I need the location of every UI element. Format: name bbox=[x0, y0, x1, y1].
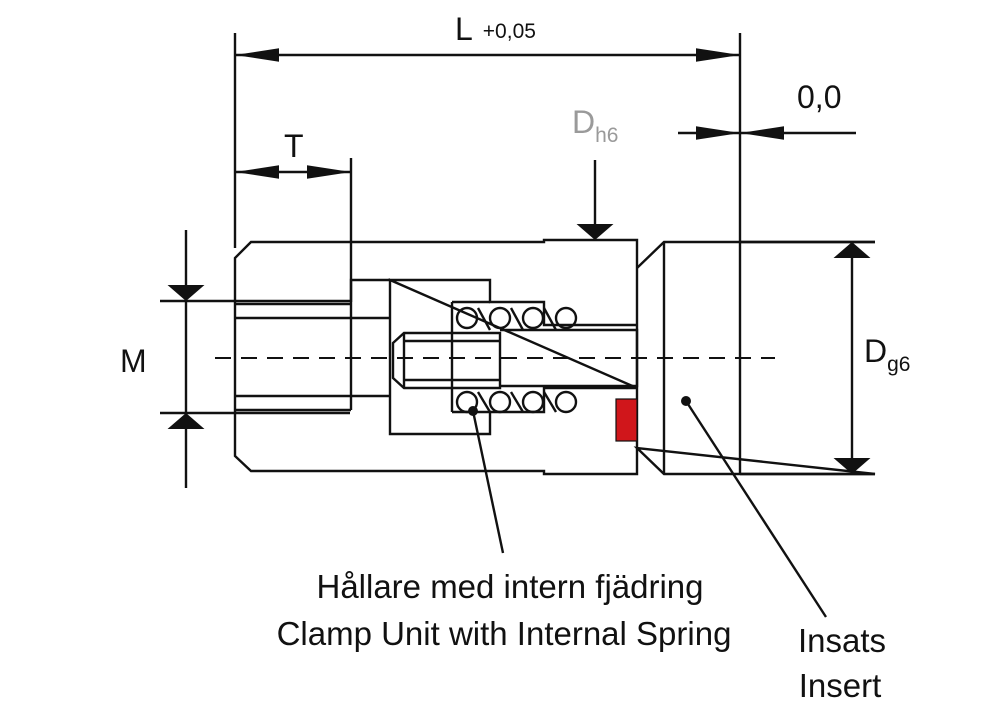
thread-label: M bbox=[120, 343, 147, 379]
insert-label-swedish: Insats bbox=[798, 622, 886, 659]
spring-coil-bottom-2 bbox=[488, 390, 512, 414]
holder-body-outline bbox=[233, 238, 639, 476]
spring-diagonals-bottom bbox=[476, 391, 492, 413]
spring-diagonal-top-2 bbox=[509, 307, 525, 331]
spring-coil-bottom-4 bbox=[554, 390, 578, 414]
spring-diagonal-bottom-3 bbox=[542, 391, 558, 413]
insert-leader-line bbox=[684, 400, 828, 618]
spring-coil-top-1 bbox=[455, 306, 479, 330]
seal-element bbox=[615, 398, 638, 442]
clamp-unit-leader-line bbox=[471, 410, 505, 554]
spring-coil-top-4 bbox=[554, 306, 578, 330]
clamp-unit-label-english: Clamp Unit with Internal Spring bbox=[277, 615, 732, 652]
thread-depth-label: T bbox=[284, 128, 304, 164]
spring-diagonals-top bbox=[476, 307, 492, 331]
spring-coil-bottom-3 bbox=[521, 390, 545, 414]
clamp-unit-leader-dot bbox=[468, 406, 478, 416]
length-label: L+0,05 bbox=[455, 11, 536, 47]
holder-diameter-label: Dh6 bbox=[572, 104, 618, 147]
insert-diameter-label: Dg6 bbox=[864, 333, 910, 376]
spring-coil-bottom-1 bbox=[455, 390, 479, 414]
clamp-unit-label-swedish: Hållare med intern fjädring bbox=[316, 568, 703, 605]
spring-coil-top-3 bbox=[521, 306, 545, 330]
spring-diagonal-bottom-2 bbox=[509, 391, 525, 413]
spring-coil-top-2 bbox=[488, 306, 512, 330]
insert-label-english: Insert bbox=[799, 667, 882, 704]
spring-diagonal-top-3 bbox=[542, 307, 558, 331]
offset-label: 0,0 bbox=[797, 79, 841, 115]
insert-leader-dot bbox=[681, 396, 691, 406]
